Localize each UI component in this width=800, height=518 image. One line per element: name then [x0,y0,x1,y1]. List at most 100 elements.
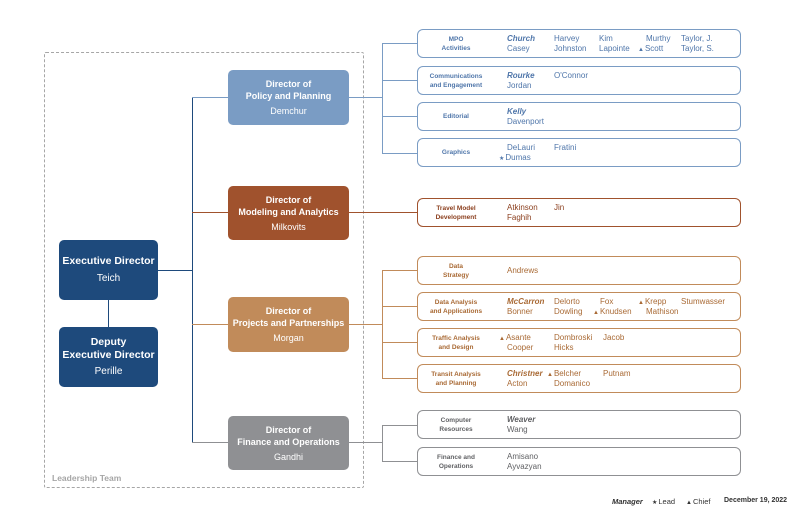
team-name-line2: Resources [439,426,473,433]
finance-branch-2 [382,461,417,462]
team-name-line1: MPO [448,36,464,43]
exec-deputy-line [108,299,109,327]
team-name: Transit Analysis and Planning [422,370,490,388]
team-name-line1: Traffic Analysis [432,335,480,342]
member: Taylor, S. [681,44,714,53]
triangle-icon: ▲ [686,500,692,506]
member: Fox [600,297,614,306]
member: Dombroski [554,333,593,342]
team-name-line2: and Planning [435,380,477,387]
director-modeling-title1: Director of [265,194,312,205]
director-policy-box: Director of Policy and Planning Demchur [228,70,349,125]
team-name-line2: Activities [441,45,471,52]
team-name-line2: Development [435,214,477,221]
team-name: Traffic Analysis and Design [422,334,490,352]
trunk-to-projects-line [192,324,228,325]
director-finance-name: Gandhi [273,451,304,462]
trunk-to-modeling-line [192,212,228,213]
director-modeling-name: Milkovits [271,221,306,232]
team-name-line2: and Design [438,344,474,351]
member: Lapointe [599,44,630,53]
member-chief: ▲Krepp [638,297,666,308]
member: O'Connor [554,71,588,80]
projects-branch-4 [382,378,417,379]
team-transit-analysis-planning: Transit Analysis and Planning Christner … [417,364,741,393]
executive-director-title: Executive Director [62,255,155,267]
team-finance-operations: Finance and Operations Amisano Ayvazyan [417,447,741,476]
team-travel-model-development: Travel Model Development Atkinson Faghih… [417,198,741,227]
policy-branch-4 [382,153,417,154]
director-projects-name: Morgan [273,333,304,343]
team-graphics: Graphics DeLauri ★Dumas Fratini [417,138,741,167]
director-finance-title2: Finance and Operations [237,436,340,447]
member-manager: Kelly [507,107,527,116]
member-name: Belcher [553,369,582,378]
member: Kim [599,34,613,43]
member-chief: ▲Scott [638,44,663,55]
member: Wang [507,425,528,434]
team-name: Travel Model Development [422,204,490,222]
member-name: Asante [505,333,531,342]
director-modeling-title2: Modeling and Analytics [238,206,339,217]
trunk-to-policy-line [192,97,228,98]
exec-to-trunk-line [158,270,193,271]
team-name-line2: and Applications [429,308,483,315]
projects-branch-3 [382,342,417,343]
member: Acton [507,379,528,388]
director-projects-title1: Director of [265,306,312,316]
team-name-line1: Communications [429,73,483,80]
member-lead: ★Dumas [499,153,531,164]
team-communications-engagement: Communications and Engagement Rourke Jor… [417,66,741,95]
team-name-line1: Transit Analysis [431,371,481,378]
deputy-name: Perille [94,366,123,377]
star-icon: ★ [499,156,505,162]
policy-branch-1 [382,43,417,44]
chart-date: December 19, 2022 [724,497,788,504]
director-modeling-box: Director of Modeling and Analytics Milko… [228,186,349,240]
member: Jin [554,203,565,212]
policy-branch-2 [382,80,417,81]
member-chief: ▲Belcher [547,369,581,380]
member-name: Krepp [644,297,667,306]
team-name-line2: Operations [438,463,474,470]
team-traffic-analysis-design: Traffic Analysis and Design ▲Asante Coop… [417,328,741,357]
finance-out-line [349,442,382,443]
star-icon: ★ [652,500,658,506]
team-name: Communications and Engagement [422,72,490,90]
member: Mathison [646,307,679,316]
team-name-line1: Travel Model [436,205,476,212]
member: Jordan [507,81,532,90]
projects-branch-2 [382,306,417,307]
deputy-executive-director-box: Deputy Executive Director Perille [59,327,158,387]
member: Domanico [554,379,591,388]
finance-branch-1 [382,425,417,426]
leadership-team-box [44,52,364,488]
team-computer-resources: Computer Resources Weaver Wang [417,410,741,439]
member-manager: Church [507,34,535,43]
triangle-icon: ▲ [593,310,599,316]
executive-director-name: Teich [96,273,121,284]
team-name: MPO Activities [422,35,490,53]
team-name: Data Analysis and Applications [422,298,490,316]
team-name: Data Strategy [422,262,490,280]
member: Hicks [554,343,574,352]
member: Stumwasser [681,297,726,306]
member: Delorto [554,297,580,306]
member: Taylor, J. [681,34,713,43]
team-name-line1: Editorial [442,113,469,120]
team-name: Computer Resources [422,416,490,434]
policy-trunk-line [382,43,383,153]
member-chief: ▲Knudsen [593,307,632,318]
team-name-line1: Data [448,263,464,270]
director-finance-box: Director of Finance and Operations Gandh… [228,416,349,470]
triangle-icon: ▲ [499,336,505,342]
legend-manager: Manager [612,497,643,506]
member-manager: Weaver [507,415,536,424]
member: Putnam [603,369,631,378]
deputy-title-line2: Executive Director [62,349,155,361]
member: Johnston [554,44,587,53]
member: Jacob [603,333,625,342]
director-projects-title2: Projects and Partnerships [232,318,345,328]
director-projects-box: Director of Projects and Partnerships Mo… [228,297,349,352]
member: Cooper [507,343,534,352]
